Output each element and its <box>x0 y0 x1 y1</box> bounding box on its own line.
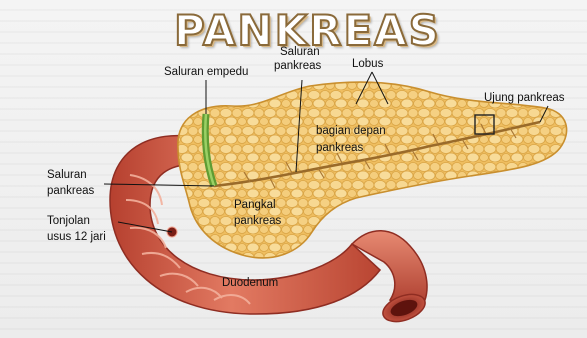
label-bagian-depan-pankreas: bagian depan pankreas <box>316 124 386 155</box>
label-bagian-depan-line2: pankreas <box>316 141 386 155</box>
label-tonjolan-line2: usus 12 jari <box>47 230 106 244</box>
label-bagian-depan-line1: bagian depan <box>316 124 386 138</box>
label-saluran-pankreas-top-line1: Saluran <box>274 45 321 59</box>
label-pangkal-line1: Pangkal <box>234 198 281 212</box>
label-tonjolan-line1: Tonjolan <box>47 214 106 228</box>
label-saluran-pankreas-top: Saluran pankreas <box>274 45 321 73</box>
label-saluran-empedu: Saluran empedu <box>164 65 248 79</box>
label-duodenum: Duodenum <box>222 276 278 290</box>
label-lobus: Lobus <box>352 57 383 71</box>
label-saluran-pankreas-left-line1: Saluran <box>47 168 94 182</box>
label-saluran-pankreas-top-line2: pankreas <box>274 59 321 73</box>
label-pangkal-pankreas: Pangkal pankreas <box>234 198 281 228</box>
label-saluran-pankreas-left: Saluran pankreas <box>47 168 94 198</box>
label-tonjolan-usus: Tonjolan usus 12 jari <box>47 214 106 244</box>
label-saluran-pankreas-left-line2: pankreas <box>47 184 94 198</box>
label-pangkal-line2: pankreas <box>234 214 281 228</box>
label-ujung-pankreas: Ujung pankreas <box>484 91 565 105</box>
